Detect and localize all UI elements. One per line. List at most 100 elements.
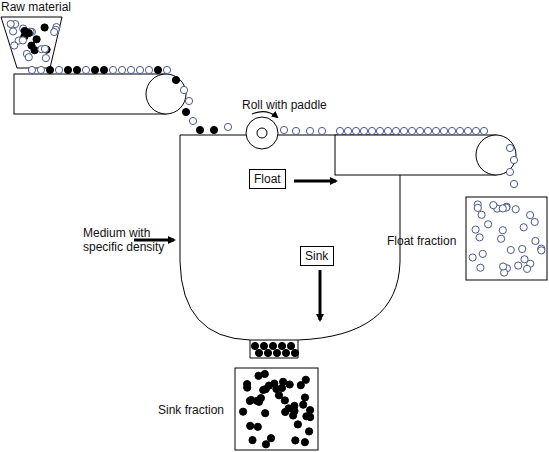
sink-particle [46,66,53,73]
feed-conveyor [14,74,166,114]
float-particle [515,262,522,269]
float-particle [506,144,513,151]
sink-particle [251,342,258,349]
float-bin [466,197,547,280]
sink-particle [91,66,98,73]
part-label: Raw material [1,0,71,14]
sink-particle [154,66,161,73]
float-particle [479,250,486,257]
float-particle [500,263,507,270]
float-particle [392,127,399,134]
sink-particle [244,384,251,391]
sink-particle [33,36,40,43]
sink-particle [255,372,262,379]
float-particle [10,28,17,35]
float-particle [524,265,531,272]
float-particle [25,54,32,61]
float-particle [531,218,538,225]
float-particle [477,264,484,271]
tank-rim [180,135,246,136]
sink-particle [278,342,285,349]
float-particle [520,224,527,231]
float-particle [478,211,485,218]
float-particle [499,227,506,234]
sink-particle [306,428,313,435]
float-particle [485,221,492,228]
sink-particle [248,396,255,403]
float-particle [306,127,313,134]
float-particle [280,126,287,133]
float-particle [498,235,505,242]
sink-particle [262,410,269,417]
sink-particle [257,395,264,402]
sink-particle [254,423,261,430]
direction-box: Sink [300,246,334,266]
sink-particle [240,408,247,415]
sink-particle [271,380,278,387]
float-particle [474,204,481,211]
sink-bin [235,368,318,450]
float-particle [189,117,196,124]
float-particle [499,205,506,212]
float-particle [472,127,479,134]
float-arrow [294,180,336,183]
float-particle [344,127,351,134]
float-particle [510,180,517,187]
float-particle [510,156,517,163]
float-particle [352,127,359,134]
float-particle [368,127,375,134]
box-text: Float [254,172,281,186]
float-particle [109,66,116,73]
sink-particle [273,349,280,356]
float-particle [7,20,14,27]
sink-particle [73,66,80,73]
sink-particle [269,342,276,349]
sink-particle [301,394,308,401]
sink-particle [264,349,271,356]
float-particle [224,123,231,130]
roll-axle [257,128,267,138]
float-particle [532,237,539,244]
float-particle [424,127,431,134]
float-particle [145,66,152,73]
sink-particle [172,76,179,83]
sink-particle [287,342,294,349]
float-particle [448,127,455,134]
float-particle [51,28,58,35]
float-particle [472,226,479,233]
float-particle [519,245,526,252]
float-particle [127,66,134,73]
float-particle [318,127,325,134]
particles [7,20,545,448]
sink-particle [260,386,267,393]
sink-particle [100,66,107,73]
float-particle [55,66,62,73]
float-particle [118,66,125,73]
part-label: Float fraction [387,234,456,248]
sink-particle [291,349,298,356]
float-particle [476,234,483,241]
sink-particle [255,349,262,356]
float-particle [464,127,471,134]
float-particle [440,127,447,134]
sink-arrow [319,270,322,320]
part-label: Sink fraction [158,403,224,417]
box-text: Sink [305,249,328,263]
sink-particle [307,414,314,421]
conveyor-pulley [146,74,186,114]
sink-particle [292,437,299,444]
float-particle [490,202,497,209]
sink-particle [182,108,189,115]
sink-particle [196,126,203,133]
float-particle [416,127,423,134]
float-particle [336,127,343,134]
tank-outlet [250,340,298,341]
float-particle [376,127,383,134]
sink-particle [21,27,28,34]
sink-particle [267,435,274,442]
sink-particle [278,384,285,391]
rotation-arrow [252,112,277,117]
float-particle [28,66,35,73]
float-particle [538,247,545,254]
